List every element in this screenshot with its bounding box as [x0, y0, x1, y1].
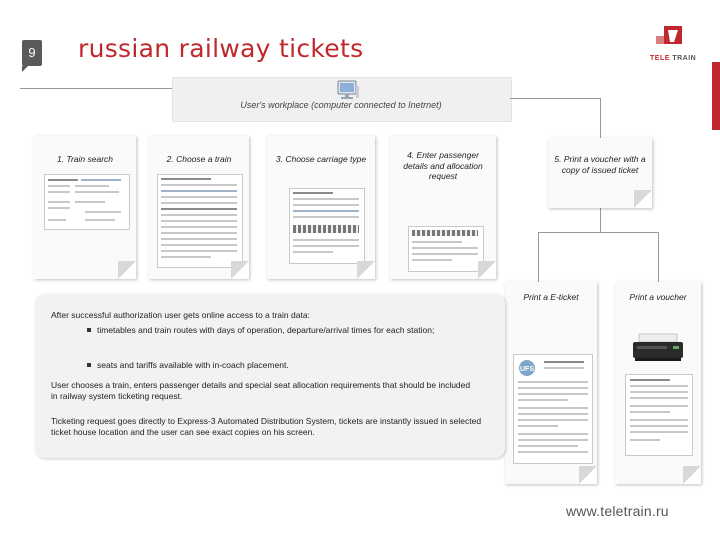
carriage-type-screenshot [289, 188, 365, 264]
logo-text-red: TELE [650, 55, 670, 62]
panel-paragraph: User chooses a train, enters passenger d… [51, 380, 471, 402]
connector [600, 208, 601, 232]
panel-bullet: timetables and train routes with days of… [97, 325, 437, 336]
e-ticket-card: Print a E-ticket UFS [505, 282, 597, 484]
passenger-details-screenshot [408, 226, 484, 272]
connector [600, 98, 601, 138]
slide-number-badge: 9 [22, 40, 42, 66]
step-card-2: 2. Choose a train [149, 136, 249, 279]
step-card-4: 4. Enter passenger details and allocatio… [390, 136, 496, 279]
step-label: 2. Choose a train [153, 154, 245, 165]
step-card-3: 3. Choose carriage type [267, 136, 375, 279]
website-url: www.teletrain.ru [566, 503, 669, 519]
connector [510, 98, 600, 99]
step-card-5: 5. Print a voucher with a copy of issued… [548, 138, 652, 208]
ufs-logo-icon: UFS [518, 359, 540, 377]
logo-text-gray: TRAIN [672, 55, 696, 62]
computer-monitor-icon [336, 80, 360, 102]
accent-bar [712, 62, 720, 130]
e-ticket-document: UFS [513, 354, 593, 464]
slide-number: 9 [22, 40, 42, 66]
bullet-icon [87, 328, 91, 332]
panel-bullet: seats and tariffs available with in-coac… [97, 360, 477, 371]
connector [658, 232, 659, 282]
bullet-icon [87, 363, 91, 367]
output-label: Print a E-ticket [509, 292, 593, 303]
workplace-label: User's workplace (computer connected to … [172, 100, 510, 110]
step-card-1: 1. Train search [34, 136, 136, 279]
description-panel: After successful authorization user gets… [35, 294, 505, 458]
voucher-document [625, 374, 693, 456]
step-label: 5. Print a voucher with a copy of issued… [554, 154, 646, 175]
printer-icon [631, 332, 685, 362]
train-search-screenshot [44, 174, 130, 230]
connector [538, 232, 658, 233]
connector [538, 232, 539, 282]
voucher-card: Print a voucher [615, 282, 701, 484]
panel-paragraph: Ticketing request goes directly to Expre… [51, 416, 491, 438]
slide-title: russian railway tickets [78, 34, 363, 63]
panel-intro: After successful authorization user gets… [51, 310, 491, 321]
connector [20, 88, 172, 89]
step-label: 1. Train search [38, 154, 132, 165]
output-label: Print a voucher [619, 292, 697, 303]
logo-text: TELE TRAIN [650, 55, 696, 62]
choose-train-screenshot [157, 174, 243, 268]
svg-text:UFS: UFS [520, 366, 534, 373]
step-label: 4. Enter passenger details and allocatio… [396, 150, 490, 182]
step-label: 3. Choose carriage type [271, 154, 371, 165]
